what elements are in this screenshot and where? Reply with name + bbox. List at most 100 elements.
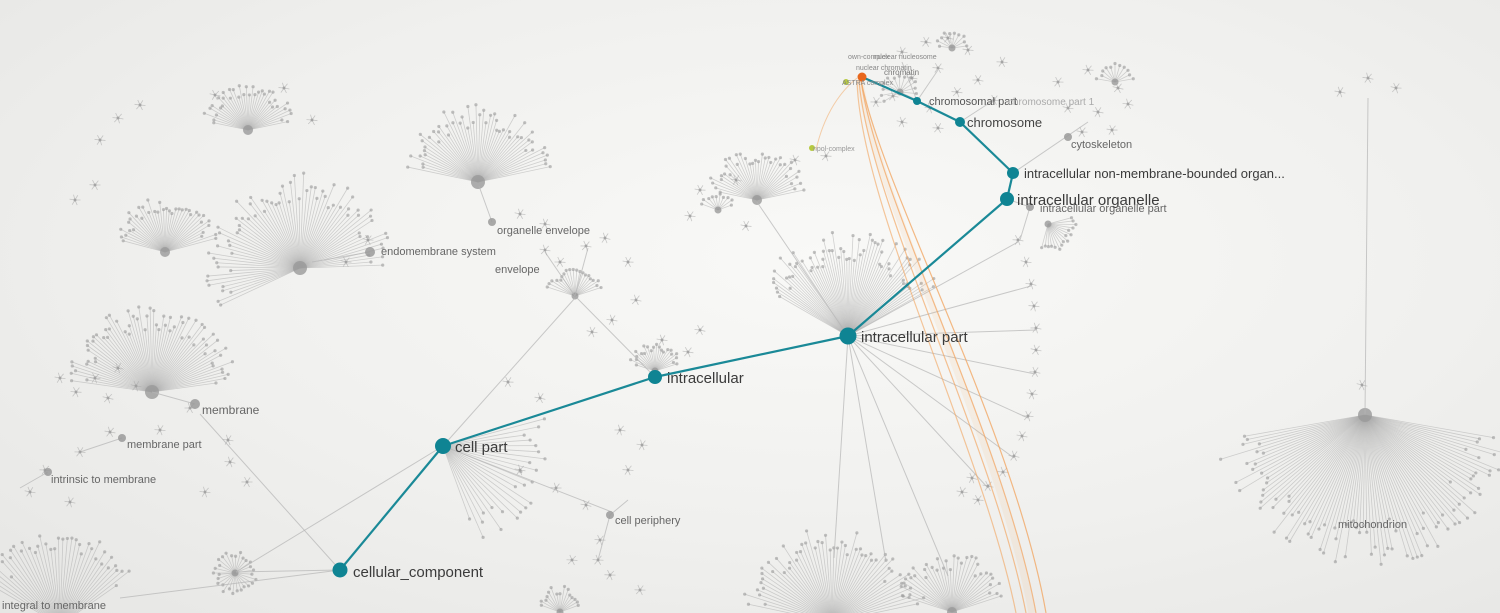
star-node[interactable] [1001, 470, 1005, 474]
node-label-chromosome[interactable]: chromosome [967, 115, 1042, 130]
star-node[interactable] [213, 93, 217, 97]
node-label-envelope[interactable]: envelope [495, 264, 540, 276]
star-node[interactable] [960, 490, 964, 494]
star-node[interactable] [518, 212, 522, 216]
star-node[interactable] [986, 484, 990, 488]
star-node[interactable] [1034, 348, 1038, 352]
star-node[interactable] [116, 116, 120, 120]
node-label-integral-to-membrane[interactable]: integral to membrane [2, 600, 106, 612]
node-label-mitochondrion[interactable]: mitochondrion [1338, 519, 1407, 531]
star-node[interactable] [1034, 326, 1038, 330]
star-node[interactable] [584, 244, 588, 248]
star-node[interactable] [686, 350, 690, 354]
star-node[interactable] [226, 438, 230, 442]
star-node[interactable] [900, 120, 904, 124]
star-node[interactable] [543, 222, 547, 226]
star-node[interactable] [610, 318, 614, 322]
star-node[interactable] [598, 538, 602, 542]
node-label-intracellular-non-membrane-bounded-organ-[interactable]: intracellular non-membrane-bounded organ… [1024, 166, 1285, 181]
hub-node[interactable] [471, 175, 485, 189]
star-node[interactable] [1030, 392, 1034, 396]
star-node[interactable] [554, 486, 558, 490]
star-node[interactable] [570, 558, 574, 562]
star-node[interactable] [188, 406, 192, 410]
star-node[interactable] [543, 248, 547, 252]
star-node[interactable] [1394, 86, 1398, 90]
teal-node-intracellular-organelle[interactable] [1000, 192, 1014, 206]
star-node[interactable] [344, 260, 348, 264]
star-node[interactable] [1020, 434, 1024, 438]
node-label-cell-part[interactable]: cell part [455, 439, 508, 456]
star-node[interactable] [910, 76, 914, 80]
star-node[interactable] [93, 183, 97, 187]
hub-node[interactable] [243, 125, 253, 135]
star-node[interactable] [245, 480, 249, 484]
node-label-npol-complex[interactable]: npol-complex [813, 146, 855, 153]
star-node[interactable] [1033, 370, 1037, 374]
node-label-nuclear-chromatin[interactable]: nuclear chromatin [856, 65, 912, 72]
node-label-organelle-envelope[interactable]: organelle envelope [497, 225, 590, 237]
gray-term-node[interactable] [1064, 133, 1072, 141]
star-node[interactable] [688, 214, 692, 218]
star-node[interactable] [638, 588, 642, 592]
star-node[interactable] [1086, 68, 1090, 72]
star-node[interactable] [698, 328, 702, 332]
gray-term-node[interactable] [1026, 203, 1034, 211]
star-node[interactable] [824, 154, 828, 158]
node-label-intrinsic-to-membrane[interactable]: intrinsic to membrane [51, 474, 156, 486]
star-node[interactable] [924, 40, 928, 44]
hub-node[interactable] [948, 44, 956, 52]
star-node[interactable] [310, 118, 314, 122]
star-node[interactable] [1110, 128, 1114, 132]
star-node[interactable] [1096, 110, 1100, 114]
hub-node[interactable] [556, 608, 564, 613]
star-node[interactable] [1080, 130, 1084, 134]
star-node[interactable] [970, 476, 974, 480]
star-node[interactable] [116, 366, 120, 370]
star-node[interactable] [1116, 86, 1120, 90]
node-label-intracellular[interactable]: intracellular [667, 370, 744, 387]
hub-node[interactable] [1044, 220, 1052, 228]
node-label-chromatin[interactable]: chromatin [884, 68, 919, 77]
star-node[interactable] [626, 260, 630, 264]
gray-term-node[interactable] [44, 468, 52, 476]
orange-node-chromatin[interactable] [857, 72, 867, 82]
node-label-intracellular-part[interactable]: intracellular part [861, 329, 969, 346]
star-node[interactable] [1126, 102, 1130, 106]
hub-node[interactable] [714, 206, 722, 214]
star-node[interactable] [966, 48, 970, 52]
star-node[interactable] [366, 238, 370, 242]
star-node[interactable] [68, 500, 72, 504]
hub-node[interactable] [293, 261, 307, 275]
node-label-membrane-part[interactable]: membrane part [127, 439, 202, 451]
green-node-0[interactable] [843, 79, 849, 85]
star-node[interactable] [626, 468, 630, 472]
star-node[interactable] [1338, 90, 1342, 94]
star-node[interactable] [596, 558, 600, 562]
star-node[interactable] [78, 450, 82, 454]
star-node[interactable] [936, 126, 940, 130]
star-node[interactable] [58, 376, 62, 380]
star-node[interactable] [891, 94, 895, 98]
star-node[interactable] [74, 390, 78, 394]
star-node[interactable] [976, 498, 980, 502]
node-label-chromosomal-part[interactable]: chromosomal part [929, 96, 1017, 108]
star-node[interactable] [634, 298, 638, 302]
hub-node[interactable] [160, 247, 170, 257]
star-node[interactable] [1026, 414, 1030, 418]
star-node[interactable] [618, 428, 622, 432]
star-node[interactable] [98, 138, 102, 142]
star-node[interactable] [1000, 60, 1004, 64]
node-label-cellular-component[interactable]: cellular_component [353, 564, 484, 581]
star-node[interactable] [1360, 383, 1364, 387]
star-node[interactable] [590, 330, 594, 334]
star-node[interactable] [608, 573, 612, 577]
teal-node-cellular-component[interactable] [332, 562, 348, 578]
gray-term-node[interactable] [488, 218, 496, 226]
star-node[interactable] [1066, 106, 1070, 110]
node-label-endomembrane-system[interactable]: endomembrane system [381, 246, 496, 258]
star-node[interactable] [874, 100, 878, 104]
star-node[interactable] [640, 443, 644, 447]
star-node[interactable] [28, 490, 32, 494]
star-node[interactable] [1032, 304, 1036, 308]
